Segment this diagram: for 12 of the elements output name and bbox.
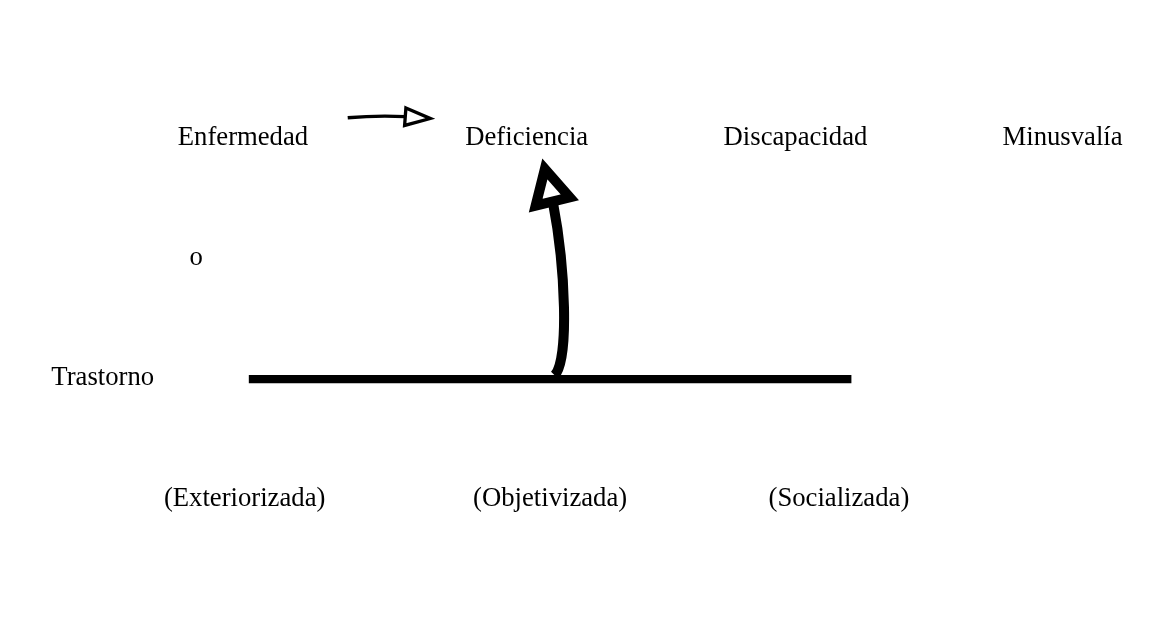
node-bar <box>248 374 852 384</box>
arrow <box>528 158 579 378</box>
label: (Exteriorizada) <box>163 481 326 512</box>
arrow <box>347 105 436 128</box>
label: o <box>189 241 203 272</box>
node-text: Deficiencia <box>465 121 589 152</box>
node-text: Minusvalía <box>1002 121 1123 152</box>
node-text: Trastorno <box>51 361 155 392</box>
label: (Objetivizada) <box>473 481 628 512</box>
node-text: Enfermedad <box>177 121 309 152</box>
node-text: Discapacidad <box>723 121 868 152</box>
label: (Socializada) <box>768 481 910 512</box>
